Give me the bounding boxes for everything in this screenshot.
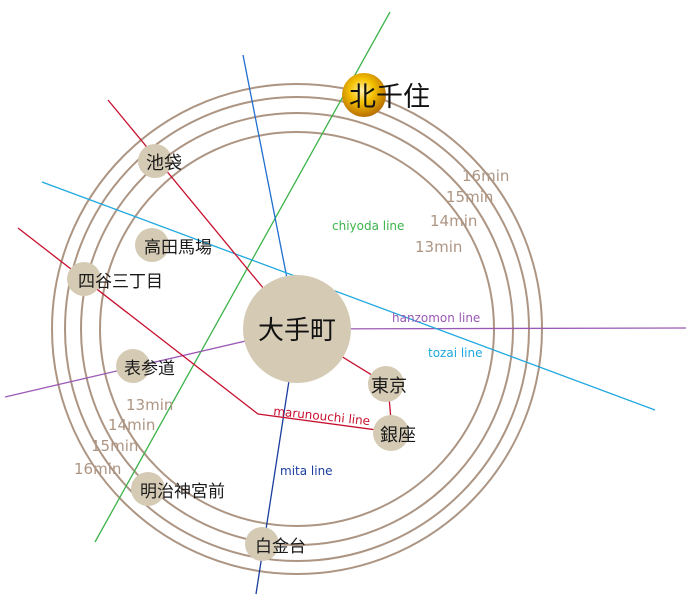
station-omotesando[interactable]: 表参道	[116, 349, 175, 383]
hub-label: 大手町	[258, 316, 336, 346]
tozai-line[interactable]	[41, 181, 656, 411]
stations: 池袋 高田馬場 四谷三丁目 表参道 明治神宮前 白金台 東京 銀座	[67, 144, 416, 561]
station-ikebukuro[interactable]: 池袋	[138, 144, 182, 178]
ring-label-13min-ll: 13min	[126, 396, 173, 414]
ring-label-15min-ll: 15min	[91, 437, 138, 455]
ring-label-15min-ur: 15min	[446, 188, 493, 206]
chiyoda-line[interactable]	[94, 11, 391, 543]
marunouchi-line-label: marunouchi line	[273, 404, 371, 428]
station-dot	[138, 144, 172, 178]
station-label: 東京	[371, 376, 407, 397]
ring-label-16min-ur: 16min	[462, 167, 509, 185]
station-dot	[373, 415, 409, 451]
station-shirokanedai[interactable]: 白金台	[245, 527, 306, 561]
station-dot	[131, 472, 165, 506]
station-label: 表参道	[124, 359, 175, 379]
station-label: 池袋	[146, 153, 182, 174]
kitasenju-gold-badge	[342, 73, 386, 117]
hanzomon-line-label: hanzomon line	[392, 311, 480, 325]
station-ginza[interactable]: 銀座	[373, 415, 416, 451]
station-label: 銀座	[380, 425, 416, 446]
station-label: 明治神宮前	[140, 482, 225, 502]
station-label: 四谷三丁目	[78, 272, 163, 292]
ring-labels: 16min 15min 14min 13min 13min 14min 15mi…	[74, 167, 509, 478]
kitasenju-label-rest: 千住	[376, 82, 430, 113]
mita-line-label: mita line	[280, 464, 333, 478]
station-label: 白金台	[255, 537, 306, 557]
station-tokyo[interactable]: 東京	[368, 366, 407, 402]
station-label: 高田馬場	[144, 238, 212, 258]
kitasenju-label-first: 北	[349, 82, 376, 113]
station-dot	[67, 262, 101, 296]
ring-label-16min-ll: 16min	[74, 460, 121, 478]
hub-station[interactable]: 大手町	[243, 275, 351, 383]
tozai-line-label: tozai line	[428, 346, 483, 360]
station-meiji-jingumae[interactable]: 明治神宮前	[131, 472, 225, 506]
station-kitasenju[interactable]: 北千住	[342, 73, 430, 117]
station-yotsuya-sanchome[interactable]: 四谷三丁目	[67, 262, 163, 296]
station-dot	[116, 349, 150, 383]
ring-label-13min-ur: 13min	[415, 238, 462, 256]
kitasenju-label: 北千住	[349, 82, 430, 113]
hub-circle	[243, 275, 351, 383]
ring-label-14min-ur: 14min	[430, 212, 477, 230]
chiyoda-line-label: chiyoda line	[332, 219, 404, 233]
station-dot	[245, 527, 279, 561]
ring-label-14min-ll: 14min	[108, 416, 155, 434]
station-dot	[368, 366, 404, 402]
station-dot	[135, 228, 169, 262]
hanzomon-line-east[interactable]	[296, 327, 687, 330]
station-takadanobaba[interactable]: 高田馬場	[135, 228, 212, 262]
